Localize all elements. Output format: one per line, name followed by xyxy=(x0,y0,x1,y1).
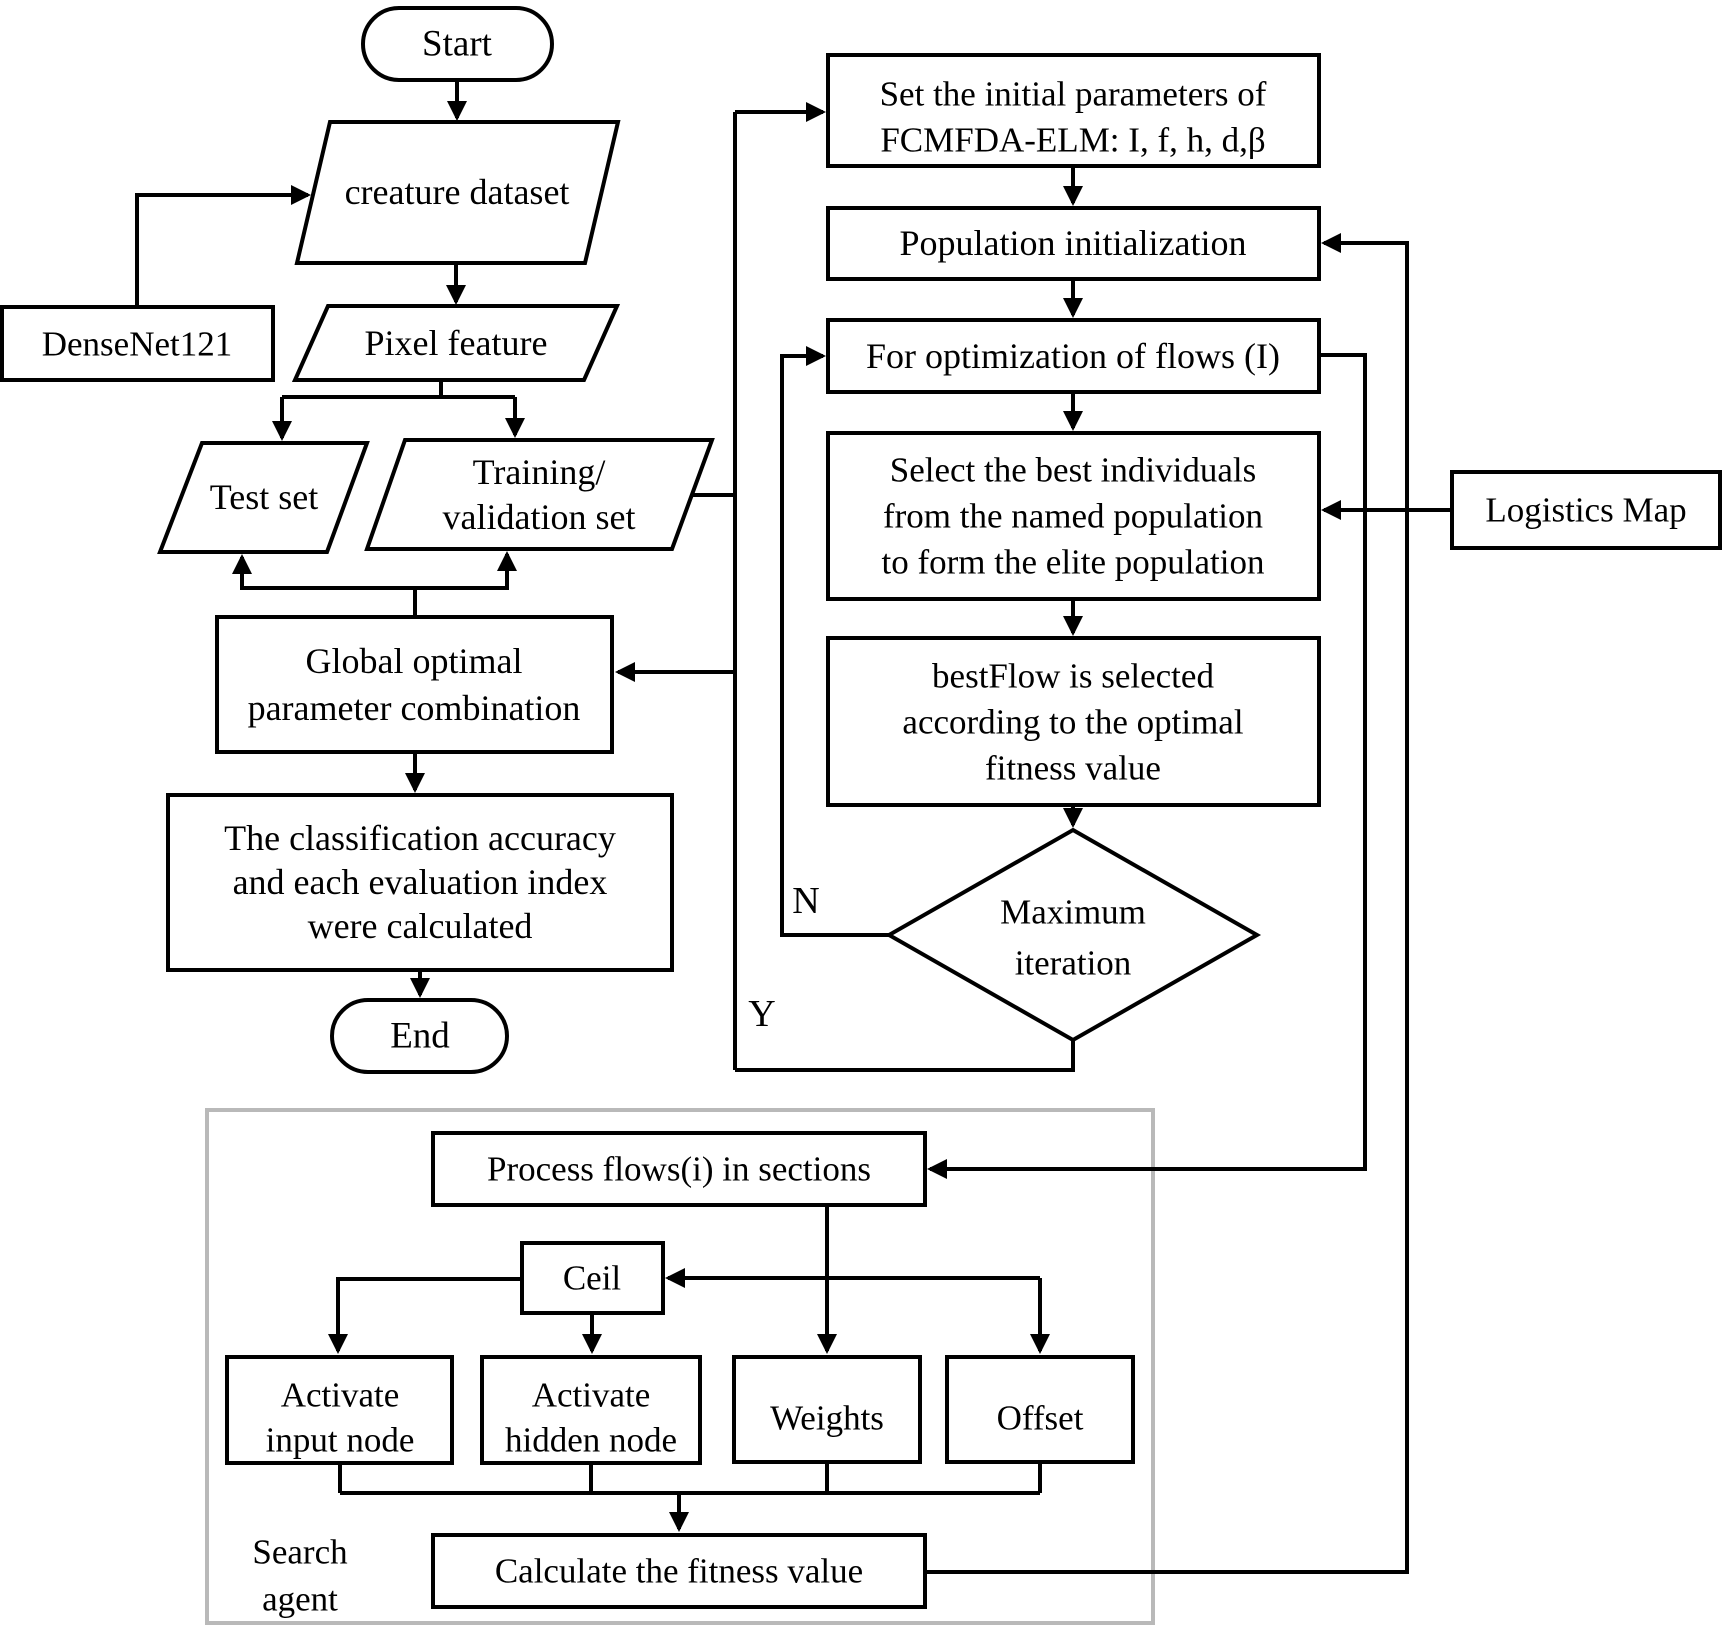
edge-label-branch-no: N xyxy=(792,880,819,922)
creature-dataset-parallelogram-shape xyxy=(294,120,621,265)
calculate-fitness-process-shape xyxy=(431,1533,927,1609)
node-label-set-initial-parameters-line0: Set the initial parameters of xyxy=(880,75,1267,114)
node-calculate-fitness: Calculate the fitness value xyxy=(431,1533,927,1609)
node-activate-hidden-node: Activate hidden node xyxy=(480,1355,702,1465)
logistics-map-process-shape xyxy=(1450,470,1722,550)
node-logistics-map: Logistics Map xyxy=(1450,470,1722,550)
node-label-maximum-iteration-line0: Maximum xyxy=(1000,893,1146,932)
node-label-maximum-iteration-line1: iteration xyxy=(1015,944,1132,983)
select-best-individuals-process-shape xyxy=(826,431,1321,601)
edge-no-line-to-for-optimization xyxy=(780,346,889,937)
node-label-set-initial-parameters-line1: FCMFDA-ELM: I, f, h, d,β xyxy=(880,121,1265,160)
node-creature-dataset: creature dataset xyxy=(294,120,621,265)
node-label-end-line0: End xyxy=(390,1016,450,1057)
activate-input-node-process-shape xyxy=(225,1355,454,1465)
node-bestflow-selected: bestFlow is selected according to the opt… xyxy=(826,636,1321,807)
edge-calculate-to-population xyxy=(925,233,1409,1574)
end-terminator-shape xyxy=(330,998,509,1074)
for-optimization-process-shape xyxy=(826,318,1321,394)
edge-yes-line xyxy=(735,1040,1075,1072)
node-label-training-validation-set-line1: validation set xyxy=(443,497,636,537)
weights-process-shape xyxy=(732,1355,922,1464)
maximum-iteration-decision-shape xyxy=(884,827,1262,1043)
bestflow-selected-process-shape xyxy=(826,636,1321,807)
training-validation-set-parallelogram-shape xyxy=(364,438,715,551)
node-label-for-optimization-line0: For optimization of flows (I) xyxy=(866,336,1280,376)
node-label-classification-line1: and each evaluation index xyxy=(233,862,608,902)
node-label-creature-dataset-line0: creature dataset xyxy=(345,172,570,212)
node-label-calculate-fitness-line0: Calculate the fitness value xyxy=(495,1552,863,1591)
pixel-feature-parallelogram-shape xyxy=(291,304,621,382)
node-label-test-set-line0: Test set xyxy=(210,477,318,517)
node-set-initial-parameters: Set the initial parameters of FCMFDA-ELM:… xyxy=(826,53,1321,168)
test-set-parallelogram-shape xyxy=(157,441,370,554)
node-label-densenet121-line0: DenseNet121 xyxy=(42,325,233,364)
classification-process-shape xyxy=(166,793,674,972)
node-densenet121: DenseNet121 xyxy=(0,305,275,382)
start-terminator-shape xyxy=(361,6,554,82)
node-label-pixel-feature-line0: Pixel feature xyxy=(365,323,548,363)
labels-layer: N Y Search agent xyxy=(252,880,819,1619)
edge-ceil-to-activate-input-node xyxy=(328,1277,522,1354)
search-agent-frame xyxy=(205,1108,1155,1625)
node-population-initialization: Population initialization xyxy=(826,206,1321,281)
node-label-logistics-map-line0: Logistics Map xyxy=(1485,491,1686,530)
node-label-bestflow-selected-line1: according to the optimal xyxy=(902,703,1243,742)
ceil-process-shape xyxy=(520,1241,665,1315)
node-global-optimal: Global optimal parameter combination xyxy=(215,615,614,754)
node-label-population-initialization-line0: Population initialization xyxy=(900,223,1247,263)
node-label-select-best-individuals-line0: Select the best individuals xyxy=(890,451,1256,490)
activate-hidden-node-process-shape xyxy=(480,1355,702,1465)
group-label-search-agent-line0: Search xyxy=(252,1533,348,1572)
node-label-global-optimal-line1: parameter combination xyxy=(248,688,581,728)
node-ceil: Ceil xyxy=(520,1241,665,1315)
process-flows-process-shape xyxy=(431,1131,927,1207)
node-pixel-feature: Pixel feature xyxy=(291,304,621,382)
node-maximum-iteration: Maximum iteration xyxy=(884,827,1262,1043)
node-label-global-optimal-line0: Global optimal xyxy=(306,641,523,681)
set-initial-parameters-process-shape xyxy=(826,53,1321,168)
search-agent-frame-layer xyxy=(205,1108,1155,1625)
edge-densenet121-to-creature-dataset xyxy=(135,185,311,307)
node-start: Start xyxy=(361,6,554,82)
edge-label-branch-yes: Y xyxy=(748,993,775,1035)
node-label-select-best-individuals-line2: to form the elite population xyxy=(882,543,1265,582)
node-process-flows: Process flows(i) in sections xyxy=(431,1131,927,1207)
node-for-optimization: For optimization of flows (I) xyxy=(826,318,1321,394)
offset-process-shape xyxy=(945,1355,1135,1464)
node-label-start-line0: Start xyxy=(422,24,493,65)
node-label-select-best-individuals-line1: from the named population xyxy=(883,497,1263,536)
node-label-activate-input-node-line1: input node xyxy=(266,1421,415,1460)
node-select-best-individuals: Select the best individuals from the name… xyxy=(826,431,1321,601)
densenet121-process-shape xyxy=(0,305,275,382)
edges-layer xyxy=(135,80,1452,1574)
node-label-offset-line0: Offset xyxy=(997,1399,1084,1438)
node-label-bestflow-selected-line2: fitness value xyxy=(985,749,1161,788)
population-initialization-process-shape xyxy=(826,206,1321,281)
node-label-training-validation-set-line0: Training/ xyxy=(473,452,606,492)
node-training-validation-set: Training/validation set xyxy=(364,438,715,551)
node-weights: Weights xyxy=(732,1355,922,1464)
edge-for-optimization-to-process-flows xyxy=(927,353,1367,1179)
node-label-ceil-line0: Ceil xyxy=(563,1259,622,1298)
node-label-activate-input-node-line0: Activate xyxy=(281,1376,400,1415)
node-label-activate-hidden-node-line1: hidden node xyxy=(505,1421,677,1460)
node-label-bestflow-selected-line0: bestFlow is selected xyxy=(932,657,1214,696)
node-label-classification-line2: were calculated xyxy=(308,906,533,946)
node-label-process-flows-line0: Process flows(i) in sections xyxy=(487,1150,871,1189)
node-activate-input-node: Activate input node xyxy=(225,1355,454,1465)
global-optimal-process-shape xyxy=(215,615,614,754)
node-label-activate-hidden-node-line0: Activate xyxy=(532,1376,651,1415)
node-end: End xyxy=(330,998,509,1074)
node-label-classification-line0: The classification accuracy xyxy=(224,818,616,858)
group-label-search-agent-line1: agent xyxy=(262,1580,338,1619)
node-test-set: Test set xyxy=(157,441,370,554)
node-offset: Offset xyxy=(945,1355,1135,1464)
node-label-weights-line0: Weights xyxy=(770,1399,884,1438)
